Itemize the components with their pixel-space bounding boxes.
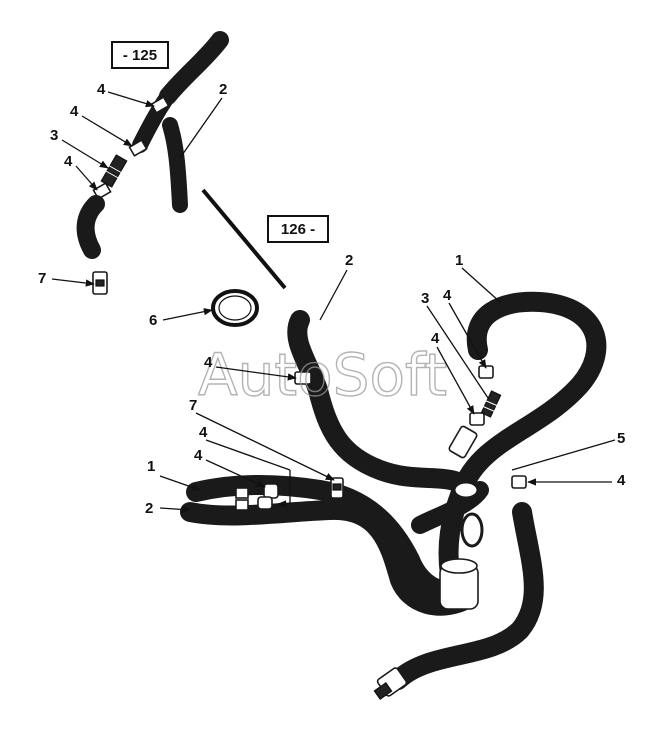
watermark: AutoSoft [198, 341, 447, 409]
hose-2-main [287, 310, 480, 500]
ref-box-125: - 125 [123, 47, 157, 64]
hose-stub-detail [76, 195, 105, 259]
callout-4-e: 4 [443, 287, 452, 304]
callout-5: 5 [617, 430, 625, 447]
callout-1-b: 1 [147, 458, 155, 475]
fitting-detail [92, 271, 108, 295]
callout-4-i: 4 [617, 472, 626, 489]
callout-2-c: 2 [145, 500, 153, 517]
coupler-assembly [439, 480, 484, 610]
main-assembly: 126 - [180, 215, 607, 700]
connector-main [480, 390, 502, 418]
callout-4-d: 4 [204, 354, 213, 371]
callout-4-f: 4 [431, 330, 440, 347]
callout-4-b: 4 [70, 103, 79, 120]
callout-3-b: 3 [421, 290, 429, 307]
callout-4-g: 4 [199, 424, 208, 441]
callout-2-a: 2 [219, 81, 227, 98]
callout-4-c: 4 [64, 153, 73, 170]
ref-box-126: 126 - [281, 221, 315, 238]
hose-lower-left [180, 474, 489, 616]
connector-detail [100, 154, 128, 188]
callout-7-a: 7 [38, 270, 46, 287]
stub-main [448, 425, 478, 459]
callout-1-a: 1 [455, 252, 463, 269]
callouts: 4 4 3 4 2 7 2 1 6 4 3 4 4 7 4 4 [38, 81, 626, 517]
separator-line [201, 188, 287, 290]
hose-lower-right [373, 502, 544, 700]
detail-view: - 125 [76, 31, 287, 295]
ref-box-125-frame [111, 41, 169, 69]
clamp-detail [92, 96, 170, 200]
fitting-main [330, 477, 344, 499]
callout-3-a: 3 [50, 127, 58, 144]
callout-6: 6 [149, 312, 157, 329]
ref-box-126-frame [267, 215, 329, 243]
callout-2-b: 2 [345, 252, 353, 269]
callout-7-b: 7 [189, 397, 197, 414]
small-fittings [235, 487, 249, 511]
o-ring [211, 289, 259, 327]
callout-4-a: 4 [97, 81, 106, 98]
callout-4-h: 4 [194, 447, 203, 464]
